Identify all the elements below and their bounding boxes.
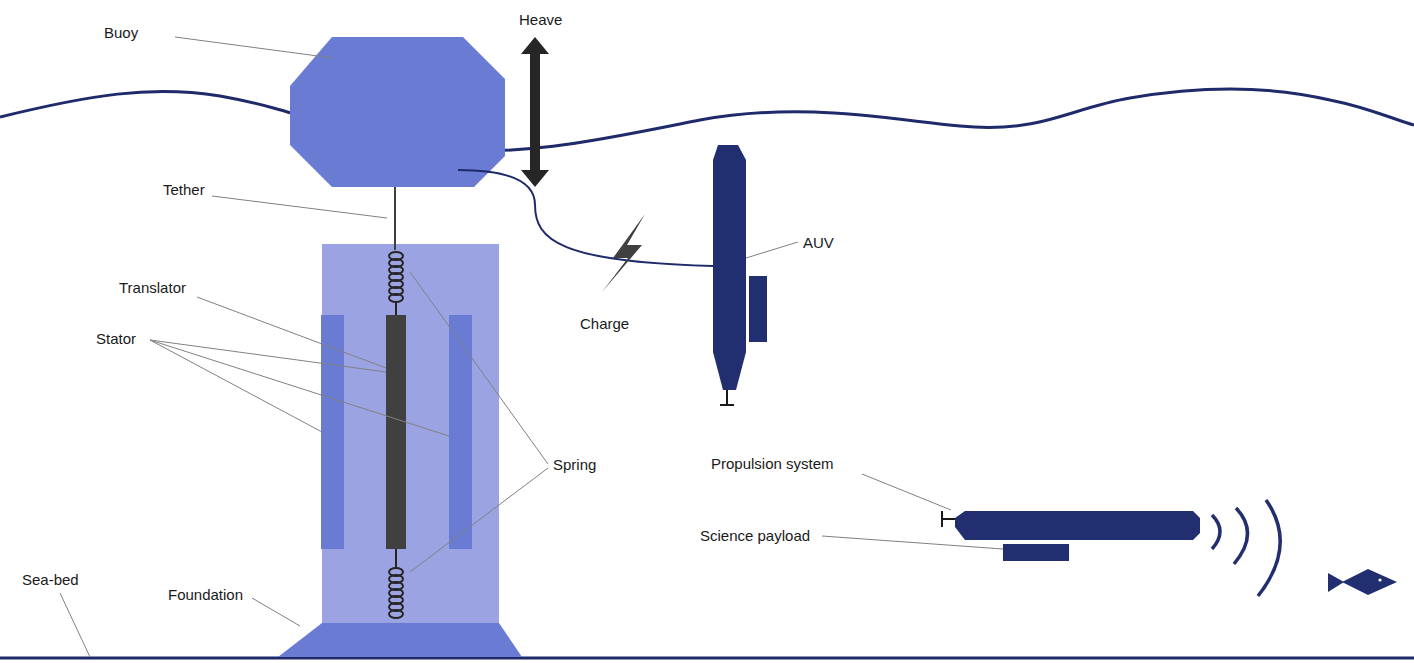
- stator-right: [449, 315, 472, 549]
- spring-top: [389, 252, 403, 315]
- part-label: Foundation: [168, 586, 243, 604]
- spring-end: [395, 549, 397, 568]
- leader-line: [410, 468, 548, 572]
- charge-cable: [458, 170, 713, 266]
- fish-eye: [1378, 578, 1381, 581]
- leader-line: [212, 196, 387, 218]
- stator-left: [321, 315, 344, 549]
- part-label: Heave: [519, 11, 562, 29]
- propeller-blade: [941, 511, 943, 527]
- part-label: Stator: [96, 330, 136, 348]
- leader-line: [150, 340, 322, 432]
- propeller-shaft: [726, 390, 728, 405]
- part-label: Buoy: [104, 24, 138, 42]
- generator-housing: [322, 244, 499, 624]
- propeller-shaft: [941, 518, 955, 520]
- part-label: Translator: [119, 279, 186, 297]
- spring-coil: [389, 610, 403, 618]
- leader-line: [60, 593, 90, 657]
- leader-line: [175, 37, 333, 58]
- sea-bed-line: [0, 657, 1414, 660]
- leader-line: [252, 598, 300, 626]
- tether-line: [394, 187, 396, 250]
- spring-coil: [389, 294, 403, 302]
- lightning-bolt: [602, 214, 645, 292]
- leader-line: [197, 297, 386, 368]
- foundation-shape: [278, 623, 522, 657]
- leader-line: [746, 242, 798, 258]
- buoy-shape: [290, 37, 505, 187]
- leader-line: [822, 536, 1003, 549]
- spring-end: [395, 302, 397, 315]
- spring-bottom: [389, 549, 403, 618]
- leader-line: [150, 340, 449, 436]
- fish-tail: [1328, 573, 1344, 592]
- part-label: Propulsion system: [711, 455, 834, 473]
- auv-body: [713, 145, 746, 390]
- sea-surface: [0, 89, 1414, 151]
- leader-lines: [60, 37, 1003, 657]
- leader-line: [862, 474, 951, 510]
- part-label: Tether: [163, 181, 205, 199]
- heave-arrow: [521, 37, 549, 187]
- auv-body: [955, 511, 1200, 540]
- leader-line: [410, 272, 548, 464]
- fish-body: [1342, 569, 1397, 595]
- translator-bar: [386, 315, 406, 549]
- part-label: Spring: [553, 456, 596, 474]
- sonar-arc: [1212, 515, 1220, 549]
- sonar-arc: [1234, 508, 1248, 564]
- propeller-blade: [720, 404, 734, 406]
- auv-payload: [749, 276, 767, 342]
- part-label: Sea-bed: [22, 571, 79, 589]
- part-label: AUV: [803, 234, 834, 252]
- auv-payload: [1003, 544, 1069, 561]
- sonar-arc: [1258, 500, 1280, 596]
- leader-line: [150, 340, 386, 372]
- part-label: Charge: [580, 315, 629, 333]
- sonar-waves: [1212, 500, 1280, 596]
- part-label: Science payload: [700, 527, 810, 545]
